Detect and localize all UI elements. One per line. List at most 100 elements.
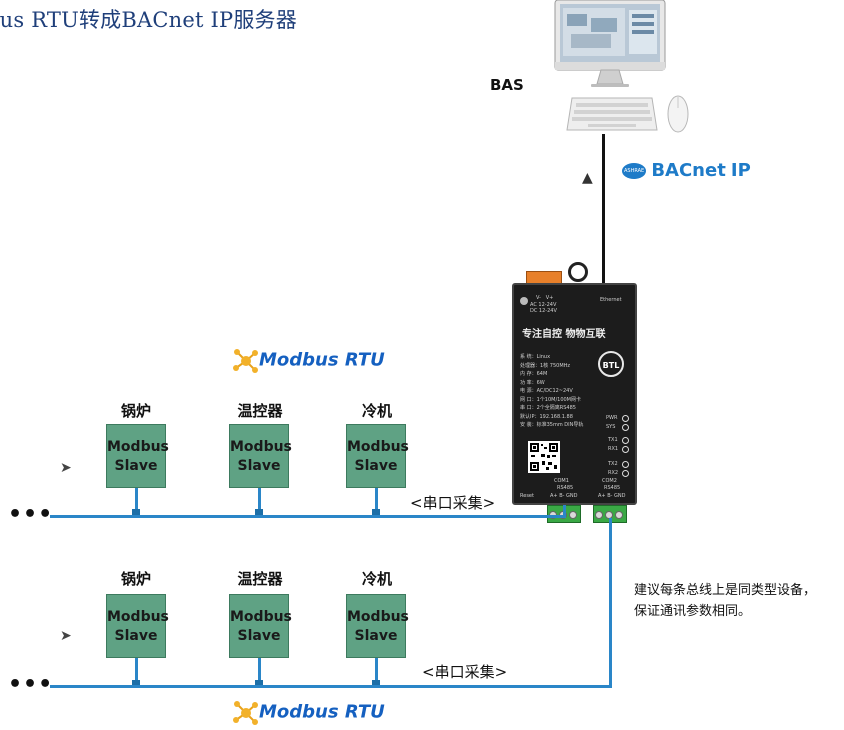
row2-serial-label: <串口采集>	[422, 661, 508, 682]
bacnet-ip-suffix: IP	[730, 160, 751, 181]
com2-terminal	[593, 505, 627, 523]
page-title: bus RTU转成BACnet IP服务器	[0, 8, 297, 32]
led-label-rx2: RX2	[608, 470, 619, 476]
led-label-pwr: PWR	[606, 415, 618, 421]
row1-more-devices: •••	[8, 502, 54, 527]
mount-hook-icon	[568, 262, 588, 282]
power-v-minus: V-	[536, 295, 541, 301]
modbus-rtu-logo-bottom: Modbus RTU	[233, 700, 385, 726]
com1-type: RS485	[557, 485, 574, 491]
row2-drop-1	[135, 658, 138, 686]
modbus-rtu-logo: Modbus RTU	[233, 348, 385, 374]
row2-device-label-boiler: 锅炉	[120, 570, 151, 588]
row2-tap-3	[372, 680, 380, 688]
row2-device-label-thermostat: 温控器	[237, 570, 283, 588]
spec-line: 串 口：2个全隔离RS485	[520, 405, 576, 411]
led-label-tx2: TX2	[608, 461, 618, 467]
led-rx2	[622, 470, 629, 477]
com2-pins: A+ B- GND	[598, 493, 626, 499]
spec-line: 内 存：64M	[520, 371, 548, 377]
row2-bus-riser	[609, 518, 612, 688]
com2-type: RS485	[604, 485, 621, 491]
qr-code-icon	[530, 443, 558, 471]
spec-line: 电 源：AC/DC12~24V	[520, 388, 573, 394]
bacnet-text: BACnet	[651, 160, 726, 181]
spec-line: 网 口：1个10M/100M网卡	[520, 396, 581, 403]
btl-logo: BTL	[598, 351, 624, 377]
reset-label: Reset	[520, 493, 534, 499]
row2-tap-2	[255, 680, 263, 688]
computer-icon	[554, 0, 666, 87]
mouse	[666, 94, 690, 134]
row2-rs485-bus	[50, 685, 612, 688]
modbus-logo-text: Modbus RTU	[259, 349, 385, 371]
row2-drop-3	[375, 658, 378, 686]
bas-label: BAS	[490, 76, 524, 94]
row1-drop-2	[258, 488, 261, 516]
row1-device-label-chiller: 冷机	[361, 402, 392, 420]
row1-serial-label: <串口采集>	[410, 492, 496, 513]
spec-line: 默认IP：192.168.1.88	[520, 413, 573, 420]
ethernet-port-label: Ethernet	[600, 297, 622, 303]
keyboard-icon	[566, 97, 658, 131]
row2-device-label-chiller: 冷机	[361, 570, 392, 588]
ashrae-badge: ASHRAE	[622, 162, 647, 179]
keyboard	[566, 96, 658, 134]
bacnet-ip-logo: ASHRAE BACnet IP	[622, 160, 751, 181]
row1-rs485-bus	[50, 515, 565, 518]
led-rx1	[622, 446, 629, 453]
modbus-bacnet-gateway: V- V+ AC 12-24V DC 12-24V Ethernet 专注自控 …	[512, 283, 637, 505]
led-tx1	[622, 437, 629, 444]
led-tx2	[622, 461, 629, 468]
row2-tap-1	[132, 680, 140, 688]
btl-text: BTL	[602, 361, 620, 370]
note-line-1: 建议每条总线上是同类型设备，	[634, 583, 817, 598]
modbus-logo-text: Modbus RTU	[259, 701, 385, 723]
gateway-specs: 系 统：Linux 处理器：1核 750MHz 内 存：64M 功 率：6W 电…	[520, 353, 602, 430]
qr-code	[528, 441, 560, 473]
modbus-molecule-icon	[233, 349, 258, 373]
row1-tap-3	[372, 509, 380, 517]
com1-pins: A+ B- GND	[550, 493, 578, 499]
row1-device-label-boiler: 锅炉	[120, 402, 151, 420]
bus-advice-note: 建议每条总线上是同类型设备， 保证通讯参数相同。	[634, 580, 816, 622]
led-pwr	[622, 415, 629, 422]
modbus-molecule-icon	[233, 701, 258, 725]
led-sys	[622, 424, 629, 431]
com1-name: COM1	[554, 478, 569, 484]
power-dc: DC 12-24V	[530, 308, 557, 314]
note-line-2: 保证通讯参数相同。	[634, 604, 752, 619]
upward-arrow-icon: ▲	[582, 170, 593, 186]
led-label-sys: SYS	[606, 424, 616, 430]
spec-line: 功 率：6W	[520, 379, 545, 386]
row1-drop-1	[135, 488, 138, 516]
row2-drop-2	[258, 658, 261, 686]
row1-bus-riser	[563, 505, 566, 518]
led-label-rx1: RX1	[608, 446, 619, 452]
ground-screw-icon	[520, 297, 528, 305]
bas-computer	[553, 0, 669, 140]
gateway-slogan: 专注自控 物物互联	[522, 329, 606, 340]
row1-arrow-icon: ➤	[60, 460, 72, 476]
spec-line: 处理器：1核 750MHz	[520, 362, 571, 369]
row1-tap-2	[255, 509, 263, 517]
power-v-plus: V+	[545, 295, 554, 301]
led-label-tx1: TX1	[608, 437, 618, 443]
com2-name: COM2	[602, 478, 617, 484]
spec-line: 系 统：Linux	[520, 354, 551, 360]
power-ac: AC 12-24V	[530, 302, 557, 308]
mouse-icon	[667, 95, 689, 133]
ethernet-cable	[602, 134, 605, 285]
spec-line: 安 装：标准35mm DIN导轨	[520, 422, 584, 428]
row2-arrow-icon: ➤	[60, 628, 72, 644]
row1-drop-3	[375, 488, 378, 516]
row2-more-devices: •••	[8, 672, 54, 697]
row1-device-label-thermostat: 温控器	[237, 402, 283, 420]
row1-tap-1	[132, 509, 140, 517]
